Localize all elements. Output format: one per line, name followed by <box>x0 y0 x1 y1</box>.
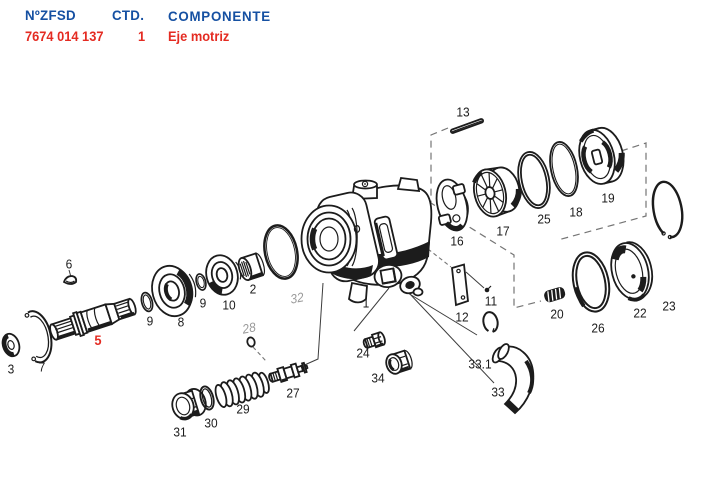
part-28-o-ring <box>246 336 256 348</box>
part-5-drive-shaft <box>49 297 137 341</box>
part-27-valve-spool <box>268 361 309 383</box>
part-2-needle-sleeve <box>237 252 266 282</box>
column-header-component: COMPONENTE <box>168 8 271 24</box>
part-11-screw <box>484 285 492 293</box>
part-number-value: 7674 014 137 <box>25 29 104 44</box>
part-3-ring <box>1 332 21 358</box>
part-1-pump-housing <box>300 177 433 304</box>
part-32-o-ring <box>263 224 299 280</box>
part-9-o-ring-right <box>195 273 207 291</box>
column-header-qty: CTD. <box>112 7 145 23</box>
qty-value: 1 <box>138 29 146 44</box>
leader-lines <box>68 269 495 384</box>
part-34-fitting <box>385 349 413 375</box>
group-outline-dashed <box>252 127 647 362</box>
part-10-ball-bearing <box>205 254 242 296</box>
part-23-snap-ring <box>651 180 684 240</box>
column-header-part-number: NºZFSD <box>25 7 76 23</box>
part-30-o-ring <box>199 385 215 411</box>
part-19-pressure-plate <box>578 126 625 185</box>
component-value: Eje motriz <box>168 29 230 44</box>
part-20-spring <box>544 287 566 303</box>
part-33-hose <box>491 343 535 415</box>
part-6-key <box>62 275 78 285</box>
part-18-o-ring <box>549 141 579 197</box>
part-9-o-ring-left <box>140 291 154 313</box>
part-24-plug <box>362 331 386 349</box>
part-25-ring <box>517 151 551 209</box>
part-26-ring <box>571 251 611 313</box>
part-13-pin <box>450 118 484 134</box>
part-16-cam-plate <box>435 178 469 232</box>
part-7-snap-ring <box>24 310 53 364</box>
part-17-rotor <box>472 166 522 218</box>
part-33-1-clamp-ring <box>482 311 499 333</box>
part-8-ball-bearing <box>151 264 197 318</box>
part-12-plate <box>451 263 469 307</box>
part-22-cover <box>610 241 654 302</box>
part-29-spring <box>214 371 270 408</box>
